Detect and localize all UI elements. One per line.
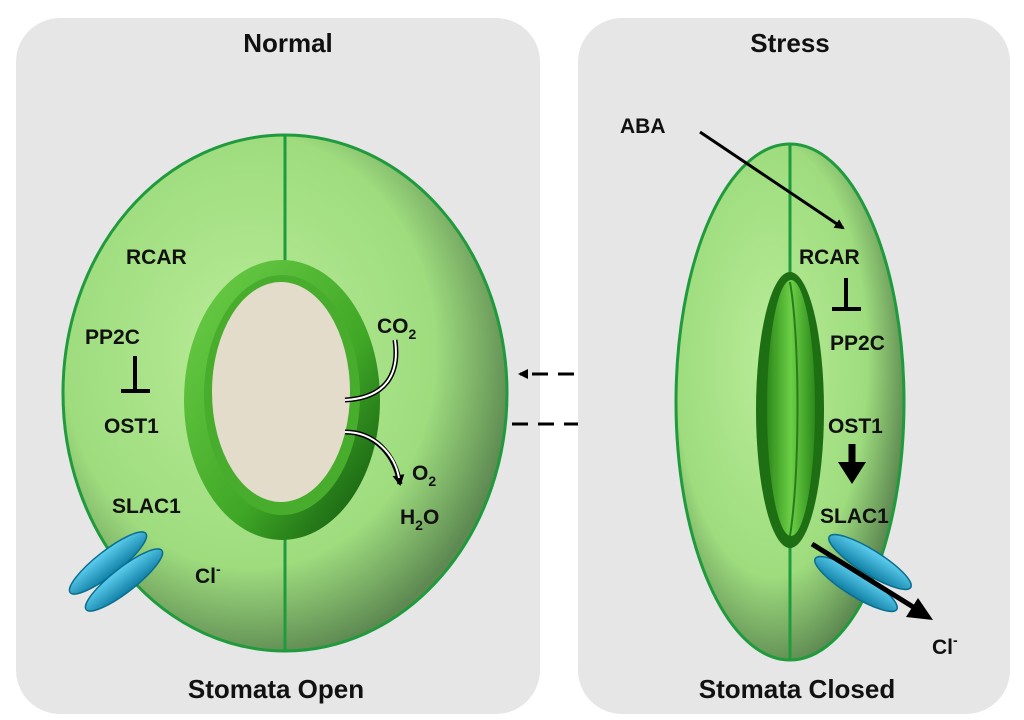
transition-arrows: [512, 369, 630, 429]
co2-in-arrow-white: [344, 339, 397, 401]
label-pp2c: PP2C: [85, 326, 140, 349]
label-co2: CO2: [377, 315, 417, 342]
panel-stress-title: Stress: [750, 28, 830, 58]
slac1-channel-lower: [84, 548, 164, 612]
ost1-activate-head: [838, 462, 866, 484]
panel-normal: Normal RCAR PP2C OST1 SLAC1 Cl- CO2 O2 H…: [16, 18, 540, 714]
open-pore: [212, 282, 350, 502]
chloride-efflux-head: [906, 598, 933, 620]
slac1-channel-upper-stress: [828, 533, 912, 591]
label-slac1: SLAC1: [112, 495, 181, 518]
panel-stress: Stress ABA RCAR PP2C OST1 SLAC1 Cl- Stom…: [578, 18, 1010, 714]
label-rcar-stress: RCAR: [799, 246, 860, 269]
label-chloride-stress: Cl-: [932, 632, 958, 659]
closed-pore-seam: [789, 281, 799, 537]
label-chloride: Cl-: [195, 561, 221, 588]
label-rcar: RCAR: [126, 246, 187, 269]
panel-stress-caption: Stomata Closed: [699, 674, 896, 704]
aba-arrow: [699, 130, 845, 230]
chloride-efflux-arrow: [810, 541, 920, 613]
label-slac1-stress: SLAC1: [820, 505, 889, 528]
label-aba: ABA: [620, 115, 666, 138]
panel-normal-caption: Stomata Open: [188, 674, 364, 704]
o2-out-arrow-white: [344, 431, 400, 479]
label-o2: O2: [412, 462, 436, 489]
panel-normal-title: Normal: [243, 28, 333, 58]
label-ost1-stress: OST1: [828, 415, 883, 438]
label-pp2c-stress: PP2C: [830, 332, 885, 355]
label-h2o: H2O: [400, 506, 439, 533]
closed-pore: [767, 280, 815, 536]
label-ost1: OST1: [104, 415, 159, 438]
